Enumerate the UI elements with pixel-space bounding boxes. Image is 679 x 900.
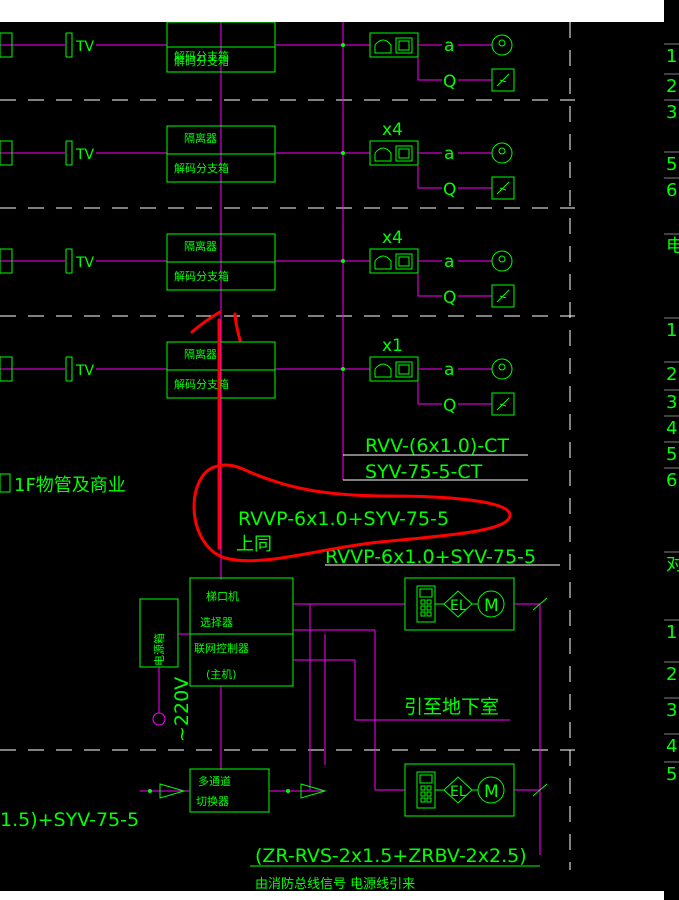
controller-wiring (293, 603, 541, 855)
motor-icon (477, 776, 505, 804)
motor-icon (477, 590, 505, 618)
gas-detector-icon (491, 392, 515, 416)
cable-lines (325, 454, 560, 566)
decoder-label: 解码分支箱 (174, 54, 229, 68)
risers (220, 22, 344, 770)
tv-outlet-icon (66, 32, 73, 58)
floor-separators (0, 99, 575, 751)
switcher-line1: 多通道 (198, 774, 231, 788)
power-box-label: 电源箱 (152, 633, 166, 666)
right-index-item: 5 (666, 444, 677, 465)
decoder-label: 解码分支箱 (174, 49, 229, 63)
right-index-item: 6 (666, 180, 677, 201)
tv-label: TV (75, 39, 95, 55)
right-index-item: 电 (666, 236, 679, 257)
right-index-column: 1 2 3 5 6 电 1 2 3 4 5 6 对 1 2 3 4 5 (664, 0, 679, 900)
right-index-item: 4 (666, 736, 677, 757)
q-symbol: Q (443, 180, 456, 200)
floor1-label-group: 1F物管及商业 (0, 473, 126, 496)
tv-label: TV (75, 363, 95, 379)
rvvp-circled-label: RVVP-6x1.0+SYV-75-5 (238, 508, 449, 530)
q-symbol: Q (443, 396, 456, 416)
right-index-item: 1 (666, 320, 677, 341)
floor-rows: TV解码分支箱解码分支箱aQTV隔离器解码分支箱x4aQTV隔离器解码分支箱x4… (0, 22, 515, 416)
right-index-item: 1 (666, 622, 677, 643)
decoder-label: 解码分支箱 (174, 269, 229, 283)
right-index-item: 5 (666, 764, 677, 785)
q-symbol: Q (443, 288, 456, 308)
gas-detector-icon (491, 284, 515, 308)
a-symbol: a (444, 360, 454, 380)
el-label: EL (450, 784, 467, 800)
a-symbol: a (444, 36, 454, 56)
multiplier-label: x4 (382, 120, 403, 140)
tv-outlet-icon (66, 248, 73, 274)
gas-detector-icon (491, 176, 515, 200)
right-index-item: 5 (666, 154, 677, 175)
decoder-label: 解码分支箱 (174, 377, 229, 391)
isolator-label: 隔离器 (184, 131, 217, 145)
m-label: M (484, 596, 499, 616)
bottom-note: 由消防总线信号 电源线引来 (255, 876, 415, 891)
gas-detector-icon (491, 68, 515, 92)
voltage-label: ~220V (171, 677, 193, 742)
right-index-item: 6 (666, 470, 677, 491)
left-cable-label: 1.5)+SYV-75-5 (0, 809, 139, 831)
door-stations: EL M EL M (404, 577, 548, 817)
controller-line2: 选择器 (200, 615, 233, 629)
a-symbol: a (444, 252, 454, 272)
rvvp-label: RVVP-6x1.0+SYV-75-5 (325, 546, 536, 568)
right-index-item: 3 (666, 392, 677, 413)
bottom-cable: (ZR-RVS-2x1.5+ZRBV-2x2.5) 由消防总线信号 电源线引来 (250, 845, 540, 891)
controller-line1: 梯口机 (206, 589, 239, 603)
cable-rvv-label: RVV-(6x1.0)-CT (365, 435, 509, 457)
right-index-item: 2 (666, 364, 677, 385)
bottom-cable-label: (ZR-RVS-2x1.5+ZRBV-2x2.5) (255, 845, 527, 867)
to-basement-label: 引至地下室 (404, 696, 499, 718)
isolator-label: 隔离器 (184, 239, 217, 253)
door-station: EL M (404, 577, 548, 631)
controller-line4: (主机) (206, 667, 237, 681)
right-index-item: 3 (666, 700, 677, 721)
switcher-box: 多通道 切换器 (140, 768, 327, 813)
tv-outlet-icon (66, 356, 73, 382)
cable-syv-label: SYV-75-5-CT (365, 461, 483, 483)
bell-icon (491, 250, 513, 272)
tv-label: TV (75, 255, 95, 271)
q-symbol: Q (443, 72, 456, 92)
controller-box: 梯口机 选择器 联网控制器 (主机) (189, 577, 294, 687)
bell-icon (491, 358, 513, 380)
right-index-item: 2 (666, 76, 677, 97)
right-index-item: 对 (666, 554, 679, 575)
multiplier-label: x4 (382, 228, 403, 248)
bell-icon (491, 34, 513, 56)
controller-line3: 联网控制器 (194, 641, 249, 655)
right-index-svg: 1 2 3 5 6 电 1 2 3 4 5 6 对 1 2 3 4 5 (664, 0, 679, 900)
power-box: 电源箱 ~220V (139, 598, 193, 742)
right-index-item: 4 (666, 418, 677, 439)
isolator-label: 隔离器 (184, 347, 217, 361)
door-station: EL M (404, 763, 548, 817)
floor1-label: 1F物管及商业 (14, 475, 126, 496)
intercom-system-diagram: TV解码分支箱解码分支箱aQTV隔离器解码分支箱x4aQTV隔离器解码分支箱x4… (0, 22, 575, 891)
m-label: M (484, 782, 499, 802)
tv-outlet-icon (66, 140, 73, 166)
same-above-label: 上同 (236, 534, 272, 555)
right-index-item: 3 (666, 102, 677, 123)
right-index-item: 2 (666, 664, 677, 685)
bell-icon (491, 142, 513, 164)
el-label: EL (450, 598, 467, 614)
red-annotation (190, 310, 512, 563)
decoder-label: 解码分支箱 (174, 161, 229, 175)
right-index-item: 1 (666, 46, 677, 67)
a-symbol: a (444, 144, 454, 164)
tv-label: TV (75, 147, 95, 163)
multiplier-label: x1 (382, 336, 403, 356)
switcher-line2: 切换器 (196, 794, 229, 808)
